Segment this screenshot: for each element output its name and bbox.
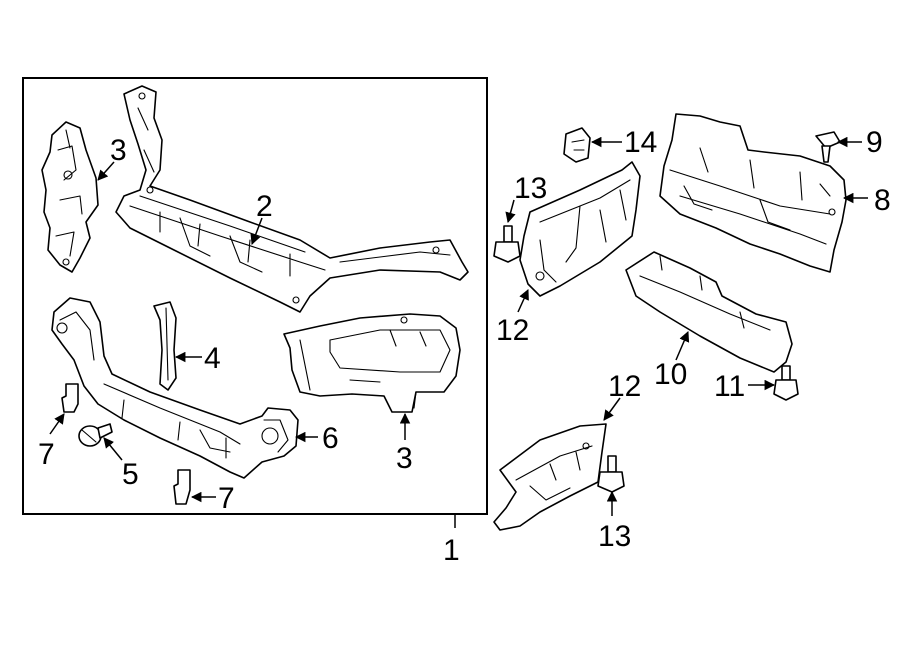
bolt [78,423,113,447]
upper-tie-bar [115,85,469,313]
lower-side-deflector [493,423,607,531]
callout-13-lower: 13 [598,520,631,553]
push-nut-lower [597,455,625,493]
callout-6: 6 [322,422,339,455]
callout-7-left: 7 [38,438,55,471]
small-clip [563,127,591,163]
hex-bolt [773,365,799,401]
leader-lines [49,136,868,516]
callout-1: 1 [443,534,460,567]
lower-deflector [625,251,793,373]
callout-2: 2 [256,190,273,223]
clip-bottom [173,469,191,505]
assembly-frame [22,77,488,515]
lower-tie-bar [51,297,299,479]
callout-10: 10 [654,358,687,391]
right-air-guide [283,313,461,413]
callout-13-upper: 13 [514,172,547,205]
callout-4: 4 [204,342,221,375]
callout-3-left: 3 [110,134,127,167]
seal-strip [153,301,177,391]
radiator-shroud [659,113,847,273]
callouts: 1 2 3 3 4 5 6 7 7 8 9 10 11 12 12 13 13 … [38,126,891,567]
callout-12-upper: 12 [496,314,529,347]
callout-12-lower: 12 [608,370,641,403]
callout-5: 5 [122,458,139,491]
push-nut-upper [493,225,521,263]
callout-3-right: 3 [396,442,413,475]
callout-7-bottom: 7 [218,482,235,515]
upper-side-deflector [519,161,641,297]
callout-9: 9 [866,126,883,159]
callout-8: 8 [874,184,891,217]
callout-11: 11 [714,370,745,403]
left-side-bracket [41,121,99,273]
callout-14: 14 [624,126,657,159]
clip-left [61,383,79,413]
push-pin [815,131,841,163]
